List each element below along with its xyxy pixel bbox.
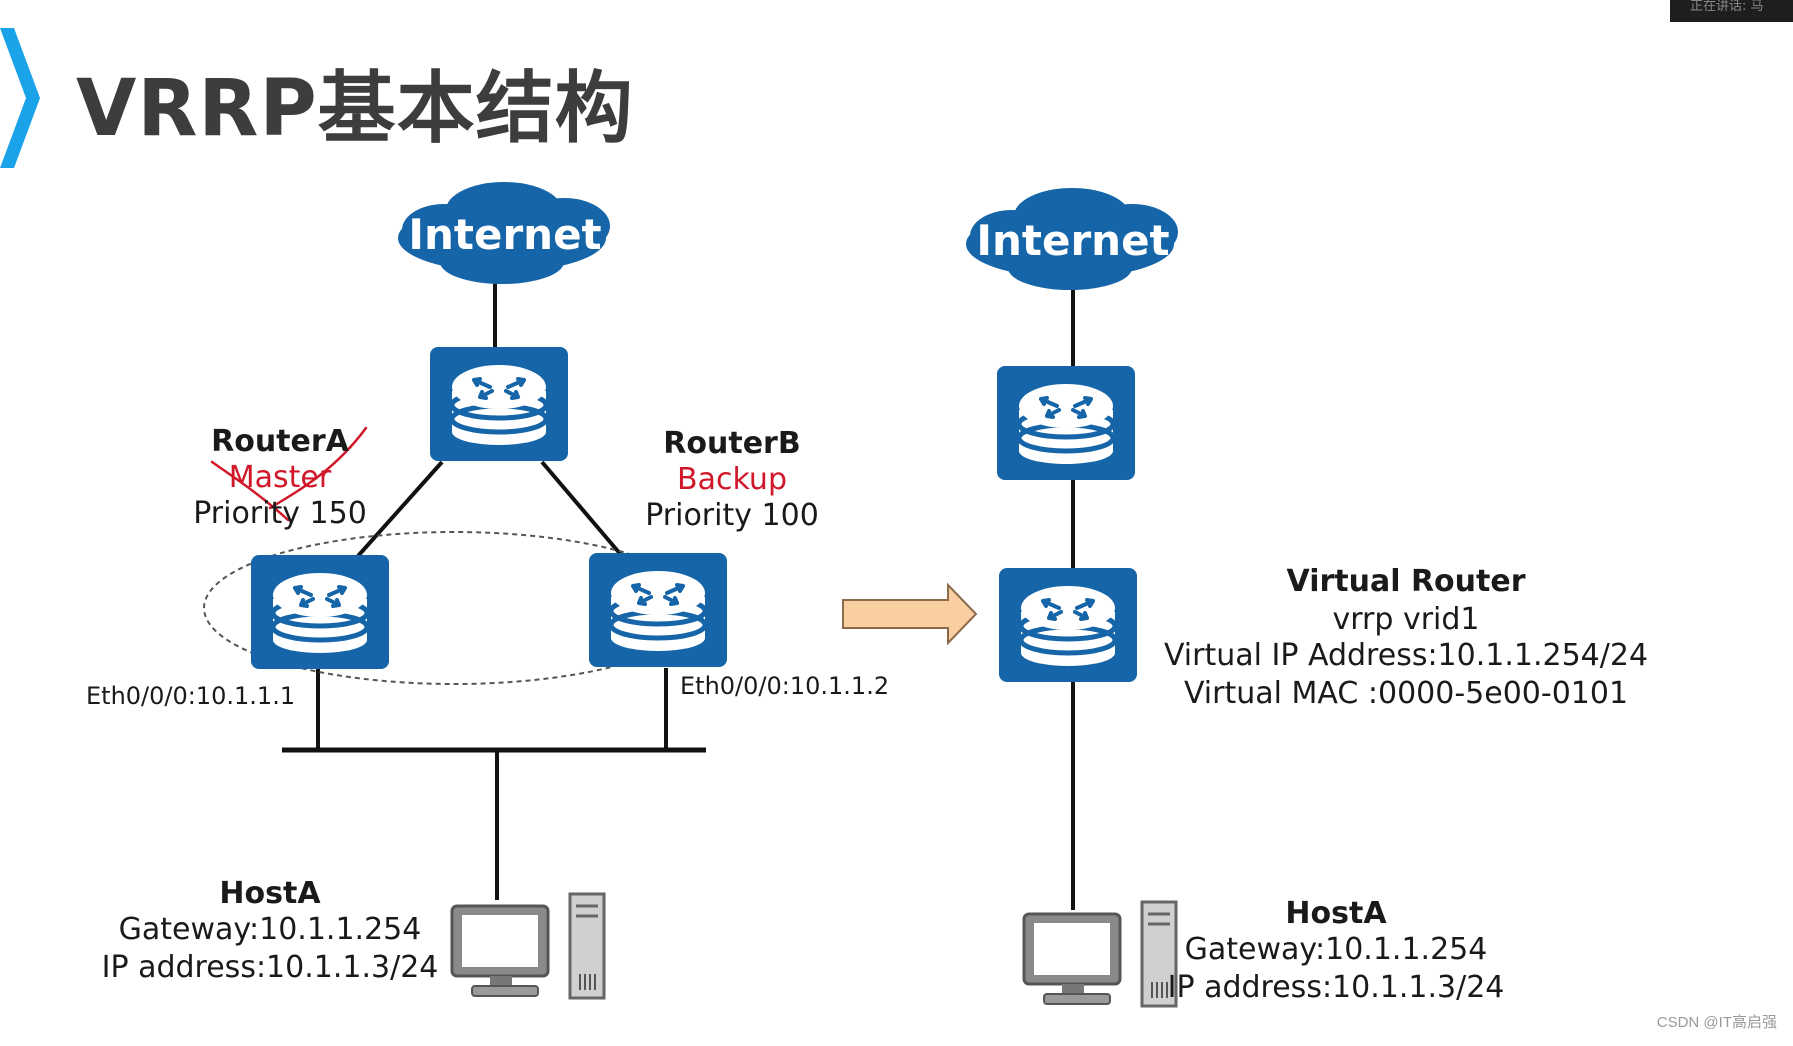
core-router-icon <box>997 366 1135 480</box>
core-router-icon <box>430 347 568 461</box>
router-b-role: Backup <box>677 462 787 497</box>
host-a-name: HostA <box>219 876 321 911</box>
master-strike-mark <box>210 426 368 522</box>
router-b-icon <box>589 553 727 667</box>
virtual-router-name: Virtual Router <box>1286 564 1526 599</box>
virtual-router-icon <box>999 568 1137 682</box>
router-a-interface: Eth0/0/0:10.1.1.1 <box>86 682 296 710</box>
title-chevron-icon <box>0 28 40 168</box>
router-a-name: RouterA <box>211 424 349 459</box>
router-b-priority: Priority 100 <box>645 498 819 533</box>
host-a-gateway: Gateway:10.1.1.254 <box>1184 932 1488 967</box>
router-b-name: RouterB <box>663 426 801 461</box>
router-a-priority: Priority 150 <box>193 496 367 531</box>
transition-arrow-icon <box>842 582 978 646</box>
cloud-label: Internet <box>976 216 1170 265</box>
host-a-gateway: Gateway:10.1.1.254 <box>118 912 422 947</box>
speaking-indicator: 正在讲话: 马 <box>1670 0 1793 22</box>
left-links <box>282 280 706 900</box>
cloud-label: Internet <box>408 210 602 259</box>
host-a-pc-icon <box>450 892 606 1000</box>
virtual-mac-address: Virtual MAC :0000-5e00-0101 <box>1183 676 1629 711</box>
router-b-interface: Eth0/0/0:10.1.1.2 <box>680 672 890 700</box>
host-a-ip: IP address:10.1.1.3/24 <box>101 950 439 985</box>
page-title: VRRP基本结构 <box>76 64 634 154</box>
host-a-ip: IP address:10.1.1.3/24 <box>1167 970 1505 1005</box>
host-a-pc-icon <box>1022 900 1178 1008</box>
host-a-name: HostA <box>1285 896 1387 931</box>
virtual-router-vrid: vrrp vrid1 <box>1332 602 1480 637</box>
watermark: CSDN @IT高启强 <box>1656 1014 1777 1031</box>
router-a-role: Master <box>228 460 332 495</box>
router-a-icon <box>251 555 389 669</box>
virtual-ip-address: Virtual IP Address:10.1.1.254/24 <box>1163 638 1649 673</box>
